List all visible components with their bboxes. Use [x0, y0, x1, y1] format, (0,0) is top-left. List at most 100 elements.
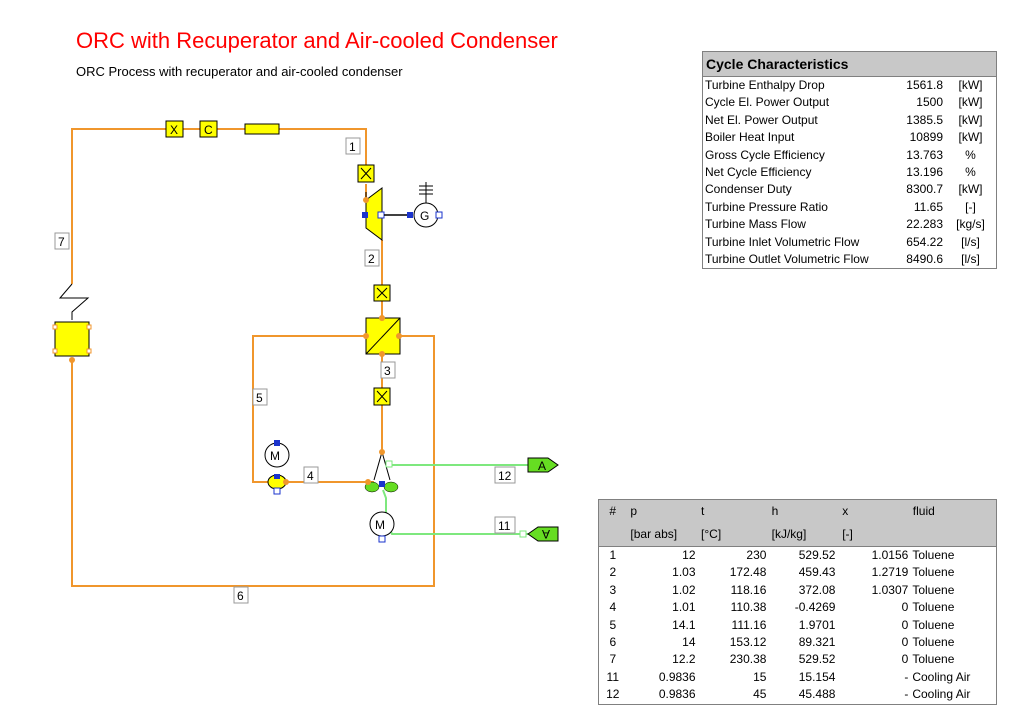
table-cell: 3 [609, 582, 617, 597]
cycle-row-value: 1500 [916, 95, 943, 110]
cycle-row-value: 8490.6 [906, 251, 943, 266]
table-cell: Toluene [912, 565, 955, 580]
cycle-row-unit: [l/s] [961, 234, 980, 249]
table-cell: 1.02 [672, 582, 696, 597]
cycle-characteristics-table: Cycle Characteristics Turbine Enthalpy D… [702, 51, 997, 270]
table-cell: 118.16 [730, 582, 767, 597]
table-cell: 15.154 [798, 669, 836, 684]
pipe-7[interactable] [71, 128, 367, 284]
fan-motor-letter: M [375, 518, 385, 532]
table-cell: 110.38 [730, 600, 767, 615]
generator-letter: G [420, 209, 429, 223]
cycle-row-name: Gross Cycle Efficiency [705, 147, 825, 162]
pipe-label-7: 7 [58, 235, 65, 249]
cycle-row-name: Net El. Power Output [705, 112, 818, 127]
generator[interactable]: G [413, 182, 443, 228]
table-cell: 11 [606, 669, 620, 684]
cycle-row: Net Cycle Efficiency 13.196% [703, 164, 996, 181]
table-cell: 0 [901, 652, 909, 667]
table-cell: Toluene [912, 548, 955, 562]
boundary-outlet-12[interactable]: A [527, 457, 559, 473]
cycle-row-unit: [kg/s] [956, 217, 985, 232]
table-cell: 12 [606, 687, 620, 702]
cycle-row-name: Turbine Pressure Ratio [705, 199, 828, 214]
state-col-unit [599, 523, 626, 546]
recuperator[interactable] [363, 315, 402, 357]
table-cell: 15 [753, 669, 767, 684]
boundary-inlet-11[interactable]: A [519, 526, 559, 542]
cycle-row-name: Net Cycle Efficiency [705, 164, 812, 179]
table-cell: 14 [682, 634, 696, 649]
turbine[interactable] [362, 187, 413, 241]
cycle-row-value: 654.22 [906, 234, 943, 249]
boiler[interactable] [52, 283, 92, 363]
table-cell: 45.488 [798, 687, 836, 702]
state-col-unit: [kJ/kg] [771, 527, 807, 541]
table-cell: 89.321 [798, 634, 836, 649]
table-cell: Cooling Air [912, 669, 971, 684]
table-cell: 1 [609, 548, 617, 562]
table-cell: 0 [901, 634, 909, 649]
table-cell: Toluene [912, 600, 955, 615]
table-cell: 5 [609, 617, 617, 632]
pipe-5[interactable] [252, 335, 366, 483]
mixer-top-1[interactable]: X [165, 120, 184, 138]
pipe-label-2: 2 [368, 252, 375, 266]
cycle-row-name: Condenser Duty [705, 182, 792, 197]
pipe-6[interactable] [71, 335, 435, 587]
mixer-turbine-inlet[interactable] [357, 164, 375, 183]
pipe-segment-component[interactable] [244, 123, 280, 135]
state-col-unit [909, 523, 996, 546]
table-cell: 459.43 [798, 565, 836, 580]
cycle-row-unit: [kW] [958, 112, 983, 127]
table-cell: 1.0307 [871, 582, 909, 597]
table-cell: 230.38 [729, 652, 767, 667]
pipe-label-4: 4 [307, 469, 314, 483]
table-cell: 0.9836 [658, 687, 696, 702]
table-cell: 6 [609, 634, 617, 649]
cycle-row-value: 10899 [909, 130, 943, 145]
page-title: ORC with Recuperator and Air-cooled Cond… [76, 28, 558, 53]
pipe-label-11: 11 [498, 519, 511, 533]
controller-top[interactable]: C [199, 120, 218, 138]
fan-motor[interactable]: M [369, 511, 395, 543]
state-col-unit: [bar abs] [630, 527, 678, 541]
state-col-header: p [630, 504, 638, 518]
mixer-turbine-outlet[interactable] [373, 284, 391, 302]
state-table-units-row: [bar abs][°C][kJ/kg][-] [599, 523, 996, 546]
cycle-row-unit: [l/s] [961, 251, 980, 266]
process-diagram: X C G [52, 120, 559, 604]
feed-pump[interactable]: M [264, 440, 290, 495]
cycle-row-unit: % [965, 164, 976, 179]
pipe-labels: 1 2 3 4 5 6 7 11 12 [54, 137, 516, 604]
table-cell: 153.12 [729, 634, 767, 649]
cycle-row-unit: [kW] [958, 182, 983, 197]
mixer-recuperator-outlet[interactable] [373, 387, 391, 406]
cycle-row-value: 13.196 [906, 164, 943, 179]
table-cell: 1.03 [672, 565, 696, 580]
state-col-header: fluid [912, 504, 935, 518]
cycle-row-name: Turbine Outlet Volumetric Flow [705, 251, 869, 266]
pipe-label-5: 5 [256, 391, 263, 405]
table-cell: 45 [753, 687, 767, 702]
air-cooled-condenser[interactable] [364, 449, 399, 493]
table-cell: 1.9701 [798, 617, 836, 632]
cycle-row-name: Boiler Heat Input [705, 130, 795, 145]
table-cell: 529.52 [798, 652, 836, 667]
cycle-row-value: 13.763 [906, 147, 943, 162]
table-cell: 172.48 [729, 565, 767, 580]
